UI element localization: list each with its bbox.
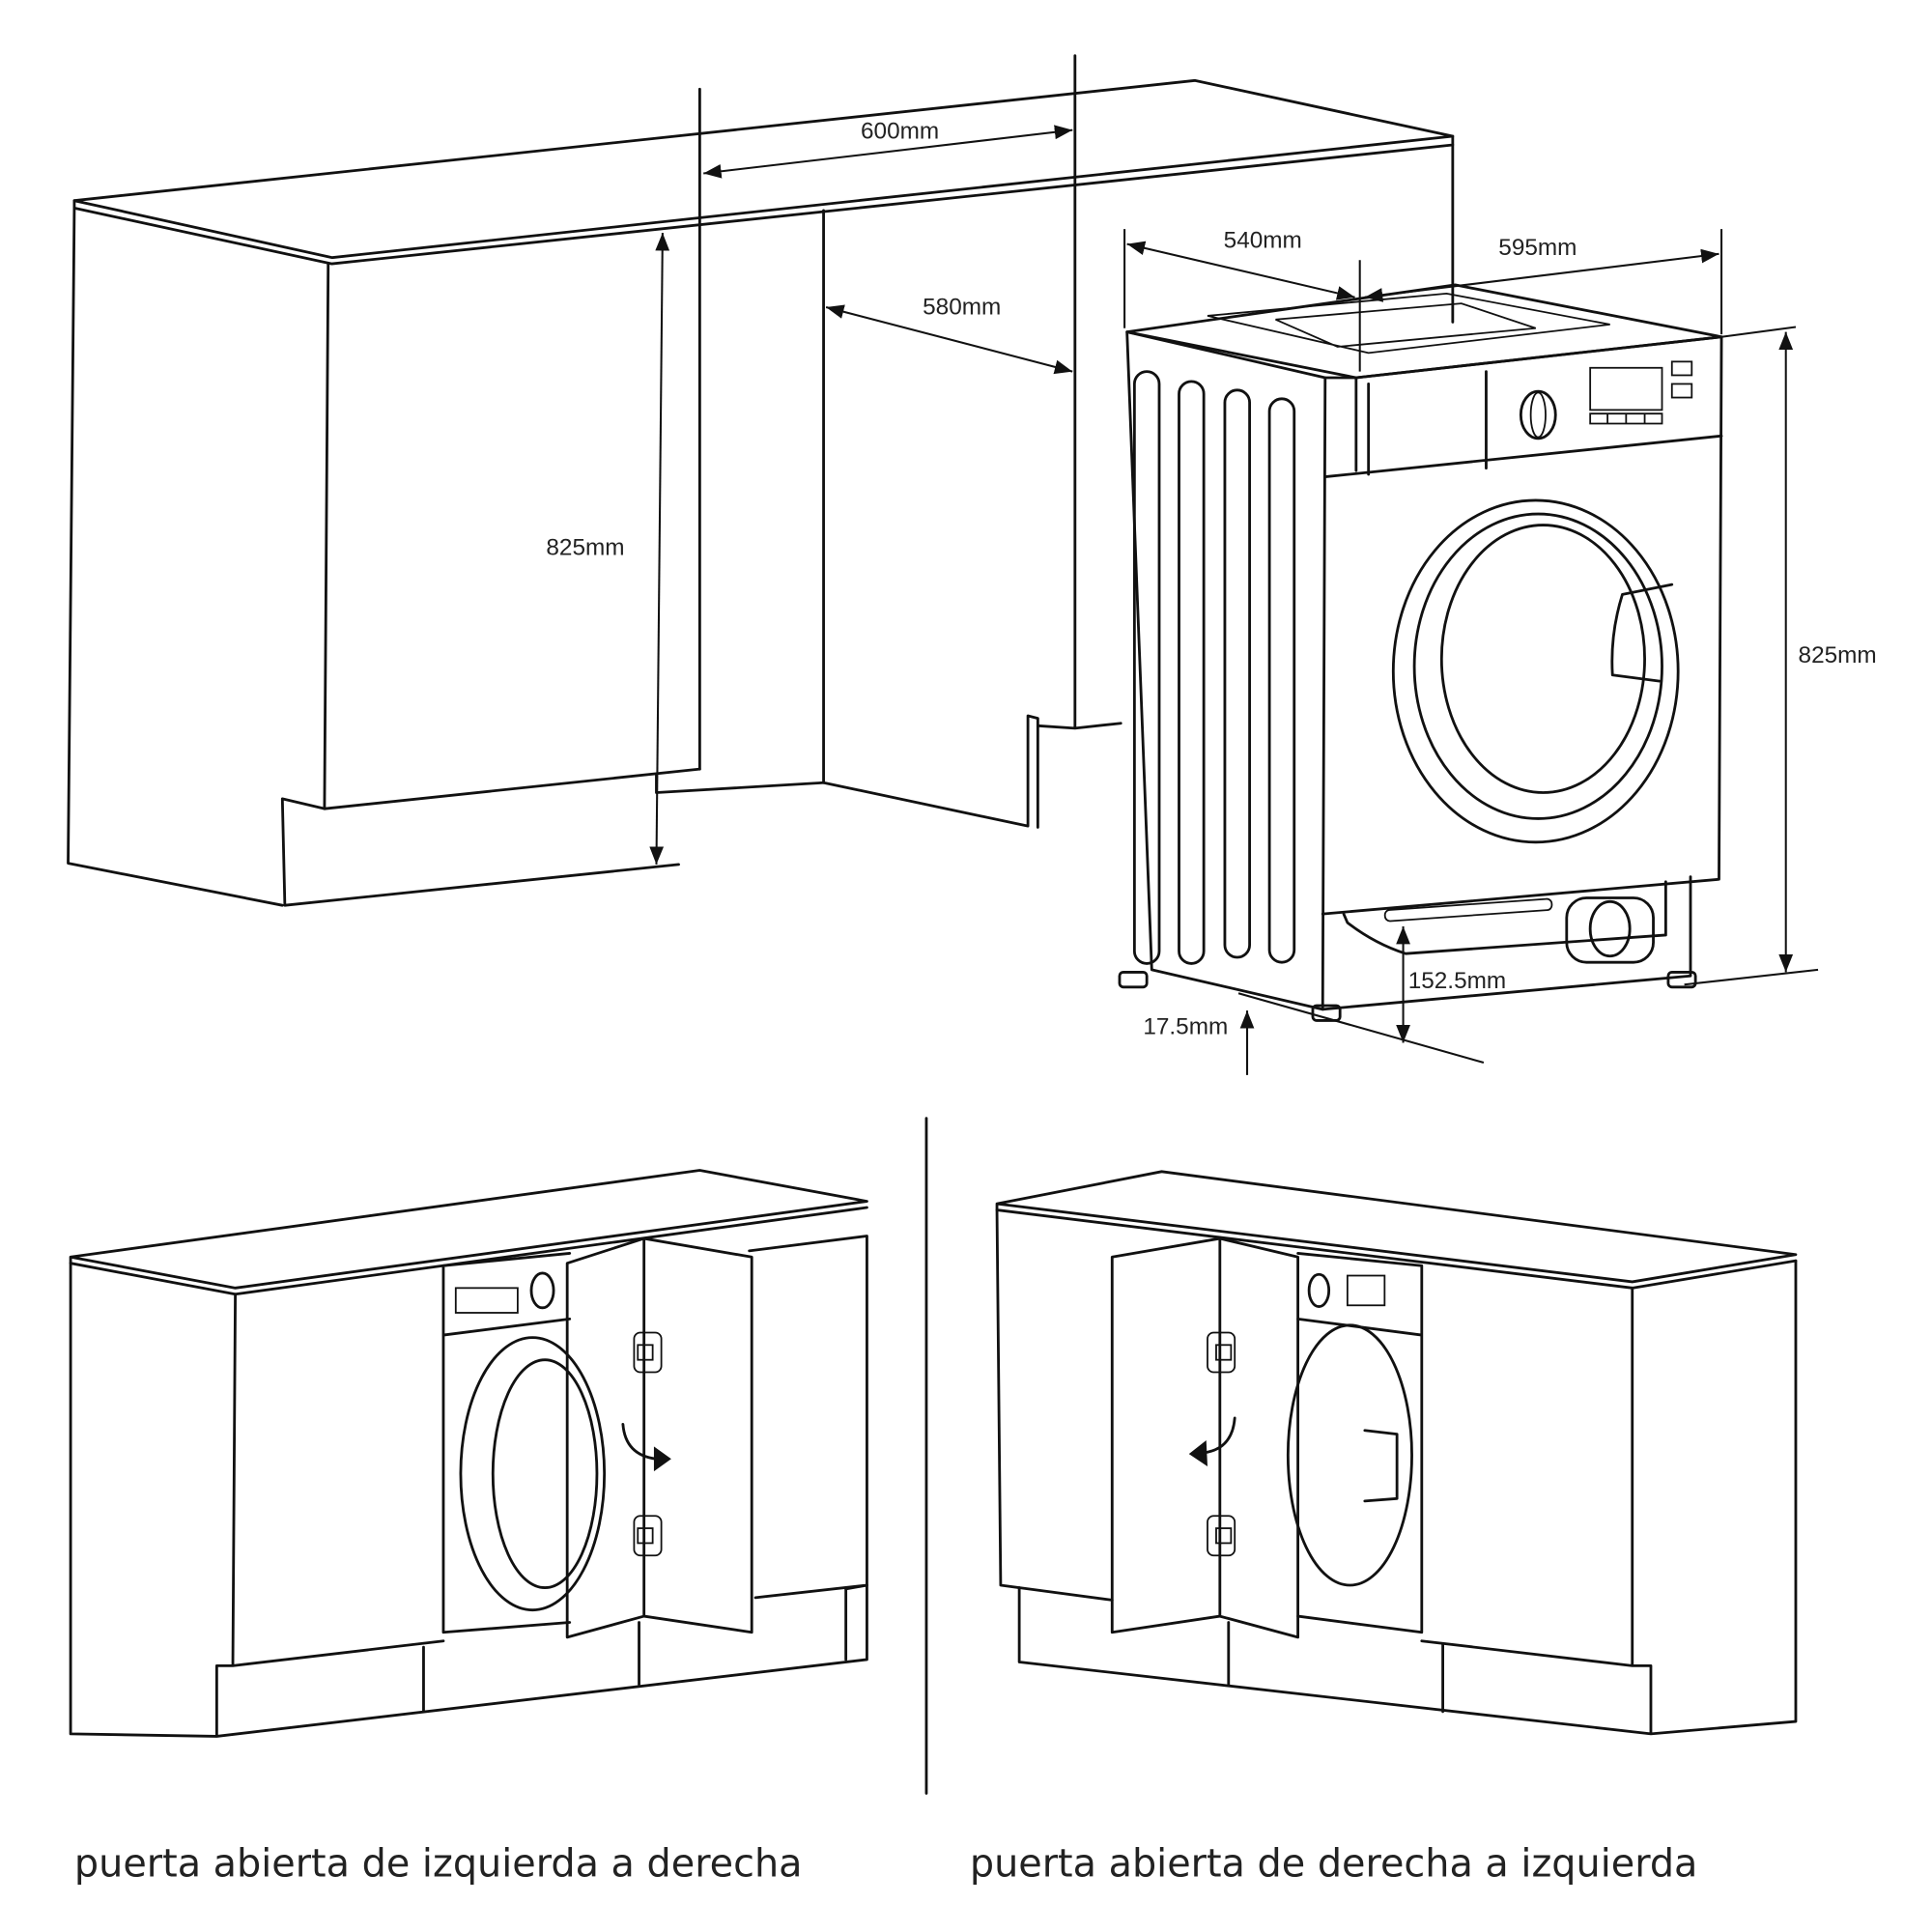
left-cabinet-front	[323, 262, 701, 810]
side-vent	[1223, 388, 1252, 959]
plinth-top	[655, 772, 825, 794]
drain-pump-cover	[1565, 896, 1655, 964]
left-plinth	[280, 797, 680, 907]
folding-door-panel-1	[1218, 1236, 1299, 1639]
floor-line	[1237, 992, 1485, 1064]
dim-arrow-595	[1364, 248, 1719, 302]
hinge-icon	[1207, 1515, 1236, 1557]
machine-dimensions: 540mm 595mm 825mm 152.5mm 17.5mm	[1123, 227, 1877, 1075]
dim-label-580: 580mm	[923, 295, 1001, 321]
niche-back-wall	[822, 209, 1039, 829]
door-handle	[1610, 582, 1674, 683]
panel-button	[1670, 360, 1693, 377]
plinth-dividers	[422, 1587, 848, 1714]
hinge-icon	[633, 1331, 663, 1374]
hinge-icon	[1207, 1331, 1236, 1374]
machine-foot	[1666, 971, 1697, 989]
dim-label-17: 17.5mm	[1143, 1014, 1228, 1040]
countertop-edge	[72, 134, 1455, 266]
machine-front	[1321, 335, 1723, 916]
extension-line	[1684, 968, 1819, 986]
filter-cover	[1383, 897, 1553, 923]
panel-buttons-row	[1589, 412, 1663, 425]
machine-foot	[1118, 971, 1149, 989]
cabinet-right	[1017, 1259, 1798, 1736]
dim-arrow-540	[1126, 241, 1355, 300]
caption-right: puerta abierta de derecha a izquierda	[970, 1841, 1698, 1886]
dim-label-152: 152.5mm	[1408, 968, 1506, 994]
cabinet-dimensions: 600mm 580mm 825mm	[546, 119, 1073, 865]
dim-arrow-600	[703, 125, 1073, 179]
caption-left: puerta abierta de izquierda a derecha	[74, 1841, 803, 1886]
cabinet-left	[995, 1208, 1114, 1602]
machine-foot	[1311, 1004, 1342, 1022]
scene-door-right-to-left	[995, 1170, 1798, 1736]
door-glass	[491, 1358, 599, 1590]
countertop	[69, 1169, 868, 1296]
dim-arrow-580	[825, 304, 1073, 375]
niche	[1296, 1252, 1424, 1634]
detergent-drawer	[454, 1287, 519, 1314]
machine-top	[1125, 283, 1723, 380]
drain-pump-cap	[1588, 899, 1632, 958]
knob-grip	[1529, 391, 1547, 439]
scene-door-left-to-right	[69, 1169, 868, 1738]
door-glass	[1439, 524, 1646, 794]
cabinet-niche	[67, 54, 1455, 907]
program-knob	[1307, 1272, 1331, 1308]
folding-door-panel-2	[1110, 1236, 1222, 1634]
dim-arrow-825-cabinet	[649, 233, 670, 865]
side-vent	[1178, 380, 1206, 965]
dim-label-600: 600mm	[861, 119, 939, 145]
door-ring	[459, 1336, 607, 1612]
door-ring	[1286, 1323, 1413, 1587]
open-direction-arrow-icon	[621, 1422, 658, 1461]
dim-label-540: 540mm	[1224, 227, 1302, 253]
control-panel-bottom	[1323, 370, 1723, 479]
arrow-head-icon	[653, 1446, 671, 1472]
washing-machine	[1118, 283, 1723, 1022]
program-knob	[529, 1271, 555, 1310]
cabinet-left	[69, 1262, 868, 1738]
door-outer-ring	[1391, 498, 1680, 844]
door-ring	[1412, 512, 1663, 820]
display-screen	[1589, 366, 1663, 412]
open-direction-arrow-icon	[1202, 1416, 1236, 1455]
side-vent	[1267, 397, 1296, 964]
cabinet-right	[748, 1235, 868, 1600]
door-handle	[1363, 1429, 1399, 1503]
left-cabinet-side	[67, 206, 284, 907]
plinth-dividers	[1227, 1621, 1444, 1714]
display-screen	[1346, 1274, 1386, 1307]
extension-line	[1720, 326, 1797, 338]
side-vents	[1132, 370, 1296, 965]
dim-label-595: 595mm	[1498, 235, 1577, 261]
side-vent	[1132, 370, 1161, 965]
arrow-head-icon	[1188, 1440, 1208, 1466]
panel-button	[1670, 383, 1693, 399]
countertop	[995, 1170, 1798, 1290]
program-knob	[1519, 389, 1557, 440]
hinge-icon	[633, 1515, 663, 1557]
folding-door-panel-2	[642, 1236, 753, 1634]
dim-label-825-machine: 825mm	[1799, 642, 1877, 668]
niche	[441, 1252, 572, 1634]
dim-label-825-cabinet: 825mm	[546, 534, 624, 560]
